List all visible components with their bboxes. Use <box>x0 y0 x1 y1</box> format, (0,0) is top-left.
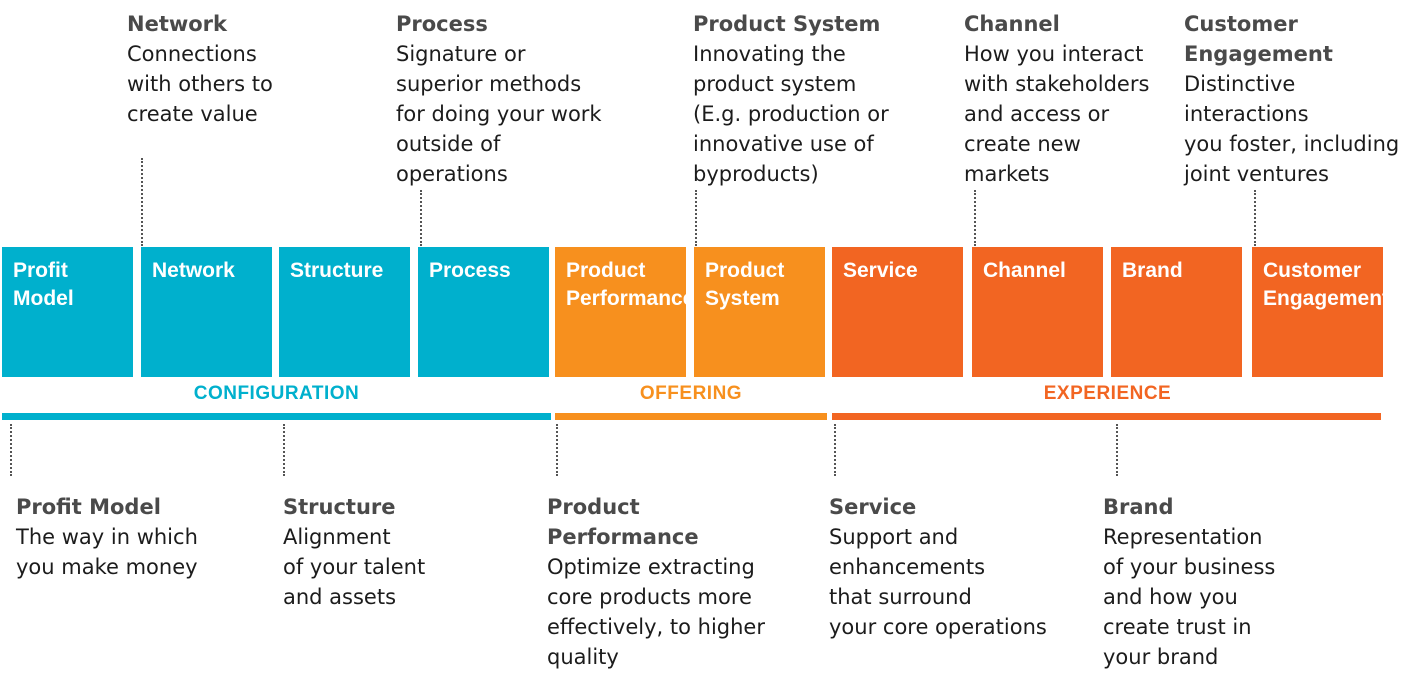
connector-structure <box>283 424 285 476</box>
note-profit-model: Profit Model The way in which you make m… <box>16 492 198 582</box>
note-title: Profit Model <box>16 495 161 519</box>
note-title: Network <box>127 12 228 36</box>
connector-network <box>141 158 143 246</box>
note-product-system: Product System Innovating the product sy… <box>693 9 889 189</box>
category-experience: EXPERIENCE <box>1043 383 1172 404</box>
connector-product-performance <box>556 424 558 476</box>
note-body: Support and enhancements that surround y… <box>829 525 1047 639</box>
connector-process <box>420 190 422 246</box>
note-title: Customer Engagement <box>1184 12 1333 66</box>
box-structure: Structure <box>279 247 410 377</box>
note-body: The way in which you make money <box>16 525 198 579</box>
note-body: Innovating the product system (E.g. prod… <box>693 42 889 186</box>
connector-brand <box>1116 424 1118 476</box>
bar-configuration <box>2 413 551 420</box>
note-body: Optimize extracting core products more e… <box>547 555 765 669</box>
note-service: Service Support and enhancements that su… <box>829 492 1047 642</box>
note-title: Structure <box>283 495 396 519</box>
connector-service <box>834 424 836 476</box>
note-network: Network Connections with others to creat… <box>127 9 273 129</box>
note-title: Channel <box>964 12 1060 36</box>
note-body: Signature or superior methods for doing … <box>396 42 602 186</box>
note-body: Connections with others to create value <box>127 42 273 126</box>
note-body: Representation of your business and how … <box>1103 525 1276 669</box>
category-offering: OFFERING <box>639 383 743 404</box>
note-brand: Brand Representation of your business an… <box>1103 492 1275 672</box>
box-process: Process <box>418 247 549 377</box>
note-title: Process <box>396 12 488 36</box>
note-process: Process Signature or superior methods fo… <box>396 9 602 189</box>
note-customer-engagement: Customer Engagement Distinctive interact… <box>1184 9 1399 189</box>
box-profit-model: Profit Model <box>2 247 133 377</box>
connector-profit-model <box>10 424 12 476</box>
box-product-performance: Product Performance <box>555 247 694 377</box>
note-title: Service <box>829 495 917 519</box>
note-structure: Structure Alignment of your talent and a… <box>283 492 425 612</box>
connector-channel <box>974 190 976 246</box>
category-configuration: CONFIGURATION <box>193 383 360 404</box>
box-product-system: Product System <box>694 247 825 377</box>
note-body: How you interact with stakeholders and a… <box>964 42 1150 186</box>
note-body: Distinctive interactions you foster, inc… <box>1184 72 1400 186</box>
connector-customer-engagement <box>1254 190 1256 246</box>
box-channel: Channel <box>972 247 1103 377</box>
bar-offering <box>555 413 827 420</box>
note-product-performance: Product Performance Optimize extracting … <box>547 492 765 672</box>
box-brand: Brand <box>1111 247 1242 377</box>
box-customer-engagement: Customer Engagement <box>1252 247 1389 377</box>
note-channel: Channel How you interact with stakeholde… <box>964 9 1149 189</box>
note-title: Brand <box>1103 495 1174 519</box>
box-network: Network <box>141 247 272 377</box>
note-body: Alignment of your talent and assets <box>283 525 426 609</box>
note-title: Product System <box>693 12 881 36</box>
note-title: Product Performance <box>547 495 699 549</box>
bar-experience <box>832 413 1381 420</box>
connector-product-system <box>695 190 697 246</box>
box-service: Service <box>832 247 963 377</box>
